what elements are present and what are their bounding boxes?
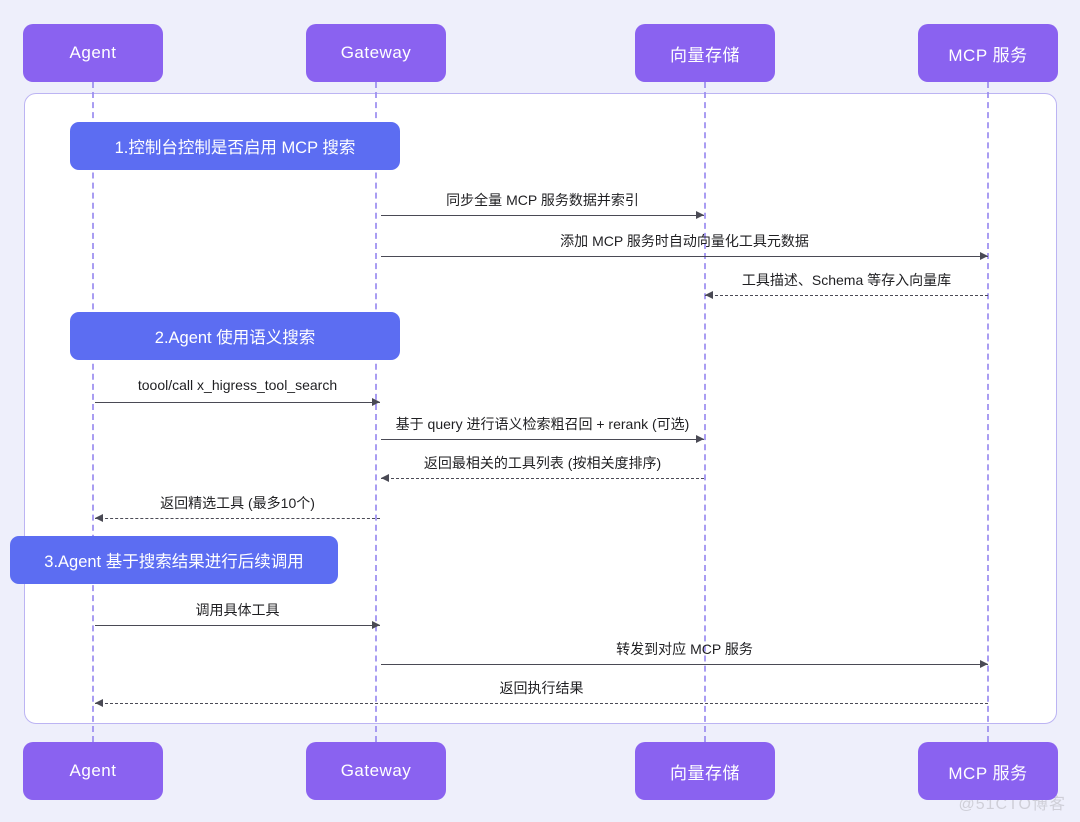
message-label-msg-tool-call: toool/call x_higress_tool_search bbox=[137, 377, 338, 393]
message-line-msg-sync-index bbox=[381, 215, 704, 216]
participant-footer-vector[interactable]: 向量存储 bbox=[635, 742, 775, 800]
message-arrowhead-msg-auto-vectorize bbox=[980, 252, 988, 260]
message-arrowhead-msg-tool-call bbox=[372, 398, 380, 406]
step-1-box[interactable]: 1.控制台控制是否启用 MCP 搜索 bbox=[70, 122, 400, 170]
message-line-msg-return-result bbox=[95, 703, 988, 704]
message-label-msg-auto-vectorize: 添加 MCP 服务时自动向量化工具元数据 bbox=[560, 233, 809, 249]
lifeline-vector bbox=[704, 82, 706, 742]
watermark: @51CTO博客 bbox=[958, 796, 1066, 813]
message-arrowhead-msg-semantic-recall bbox=[696, 435, 704, 443]
message-label-msg-return-result: 返回执行结果 bbox=[499, 680, 584, 696]
message-arrowhead-msg-return-selected-tools bbox=[95, 514, 103, 522]
participant-footer-mcp[interactable]: MCP 服务 bbox=[918, 742, 1058, 800]
lifeline-agent bbox=[92, 82, 94, 742]
participant-header-agent[interactable]: Agent bbox=[23, 24, 163, 82]
message-arrowhead-msg-return-result bbox=[95, 699, 103, 707]
participant-footer-gateway[interactable]: Gateway bbox=[306, 742, 446, 800]
participant-header-gateway[interactable]: Gateway bbox=[306, 24, 446, 82]
message-arrowhead-msg-forward-to-mcp bbox=[980, 660, 988, 668]
message-line-msg-return-tool-list bbox=[381, 478, 704, 479]
lifeline-gateway bbox=[375, 82, 377, 742]
lifeline-mcp bbox=[987, 82, 989, 742]
message-line-msg-semantic-recall bbox=[381, 439, 704, 440]
message-arrowhead-msg-invoke-tool bbox=[372, 621, 380, 629]
message-line-msg-return-selected-tools bbox=[95, 518, 380, 519]
message-line-msg-store-schema bbox=[705, 295, 988, 296]
message-line-msg-forward-to-mcp bbox=[381, 664, 988, 665]
diagram-frame bbox=[24, 93, 1057, 724]
message-arrowhead-msg-sync-index bbox=[696, 211, 704, 219]
message-arrowhead-msg-return-tool-list bbox=[381, 474, 389, 482]
message-line-msg-invoke-tool bbox=[95, 625, 380, 626]
message-label-msg-sync-index: 同步全量 MCP 服务数据并索引 bbox=[446, 192, 639, 208]
message-label-msg-invoke-tool: 调用具体工具 bbox=[195, 602, 280, 618]
participant-footer-agent[interactable]: Agent bbox=[23, 742, 163, 800]
message-line-msg-auto-vectorize bbox=[381, 256, 988, 257]
step-3-box[interactable]: 3.Agent 基于搜索结果进行后续调用 bbox=[10, 536, 338, 584]
message-arrowhead-msg-store-schema bbox=[705, 291, 713, 299]
message-label-msg-return-selected-tools: 返回精选工具 (最多10个) bbox=[160, 495, 315, 511]
message-label-msg-return-tool-list: 返回最相关的工具列表 (按相关度排序) bbox=[423, 455, 662, 471]
participant-header-vector[interactable]: 向量存储 bbox=[635, 24, 775, 82]
message-label-msg-store-schema: 工具描述、Schema 等存入向量库 bbox=[741, 272, 952, 288]
participant-header-mcp[interactable]: MCP 服务 bbox=[918, 24, 1058, 82]
step-2-box[interactable]: 2.Agent 使用语义搜索 bbox=[70, 312, 400, 360]
message-line-msg-tool-call bbox=[95, 402, 380, 403]
message-label-msg-semantic-recall: 基于 query 进行语义检索粗召回 + rerank (可选) bbox=[395, 416, 690, 432]
message-label-msg-forward-to-mcp: 转发到对应 MCP 服务 bbox=[616, 641, 753, 657]
